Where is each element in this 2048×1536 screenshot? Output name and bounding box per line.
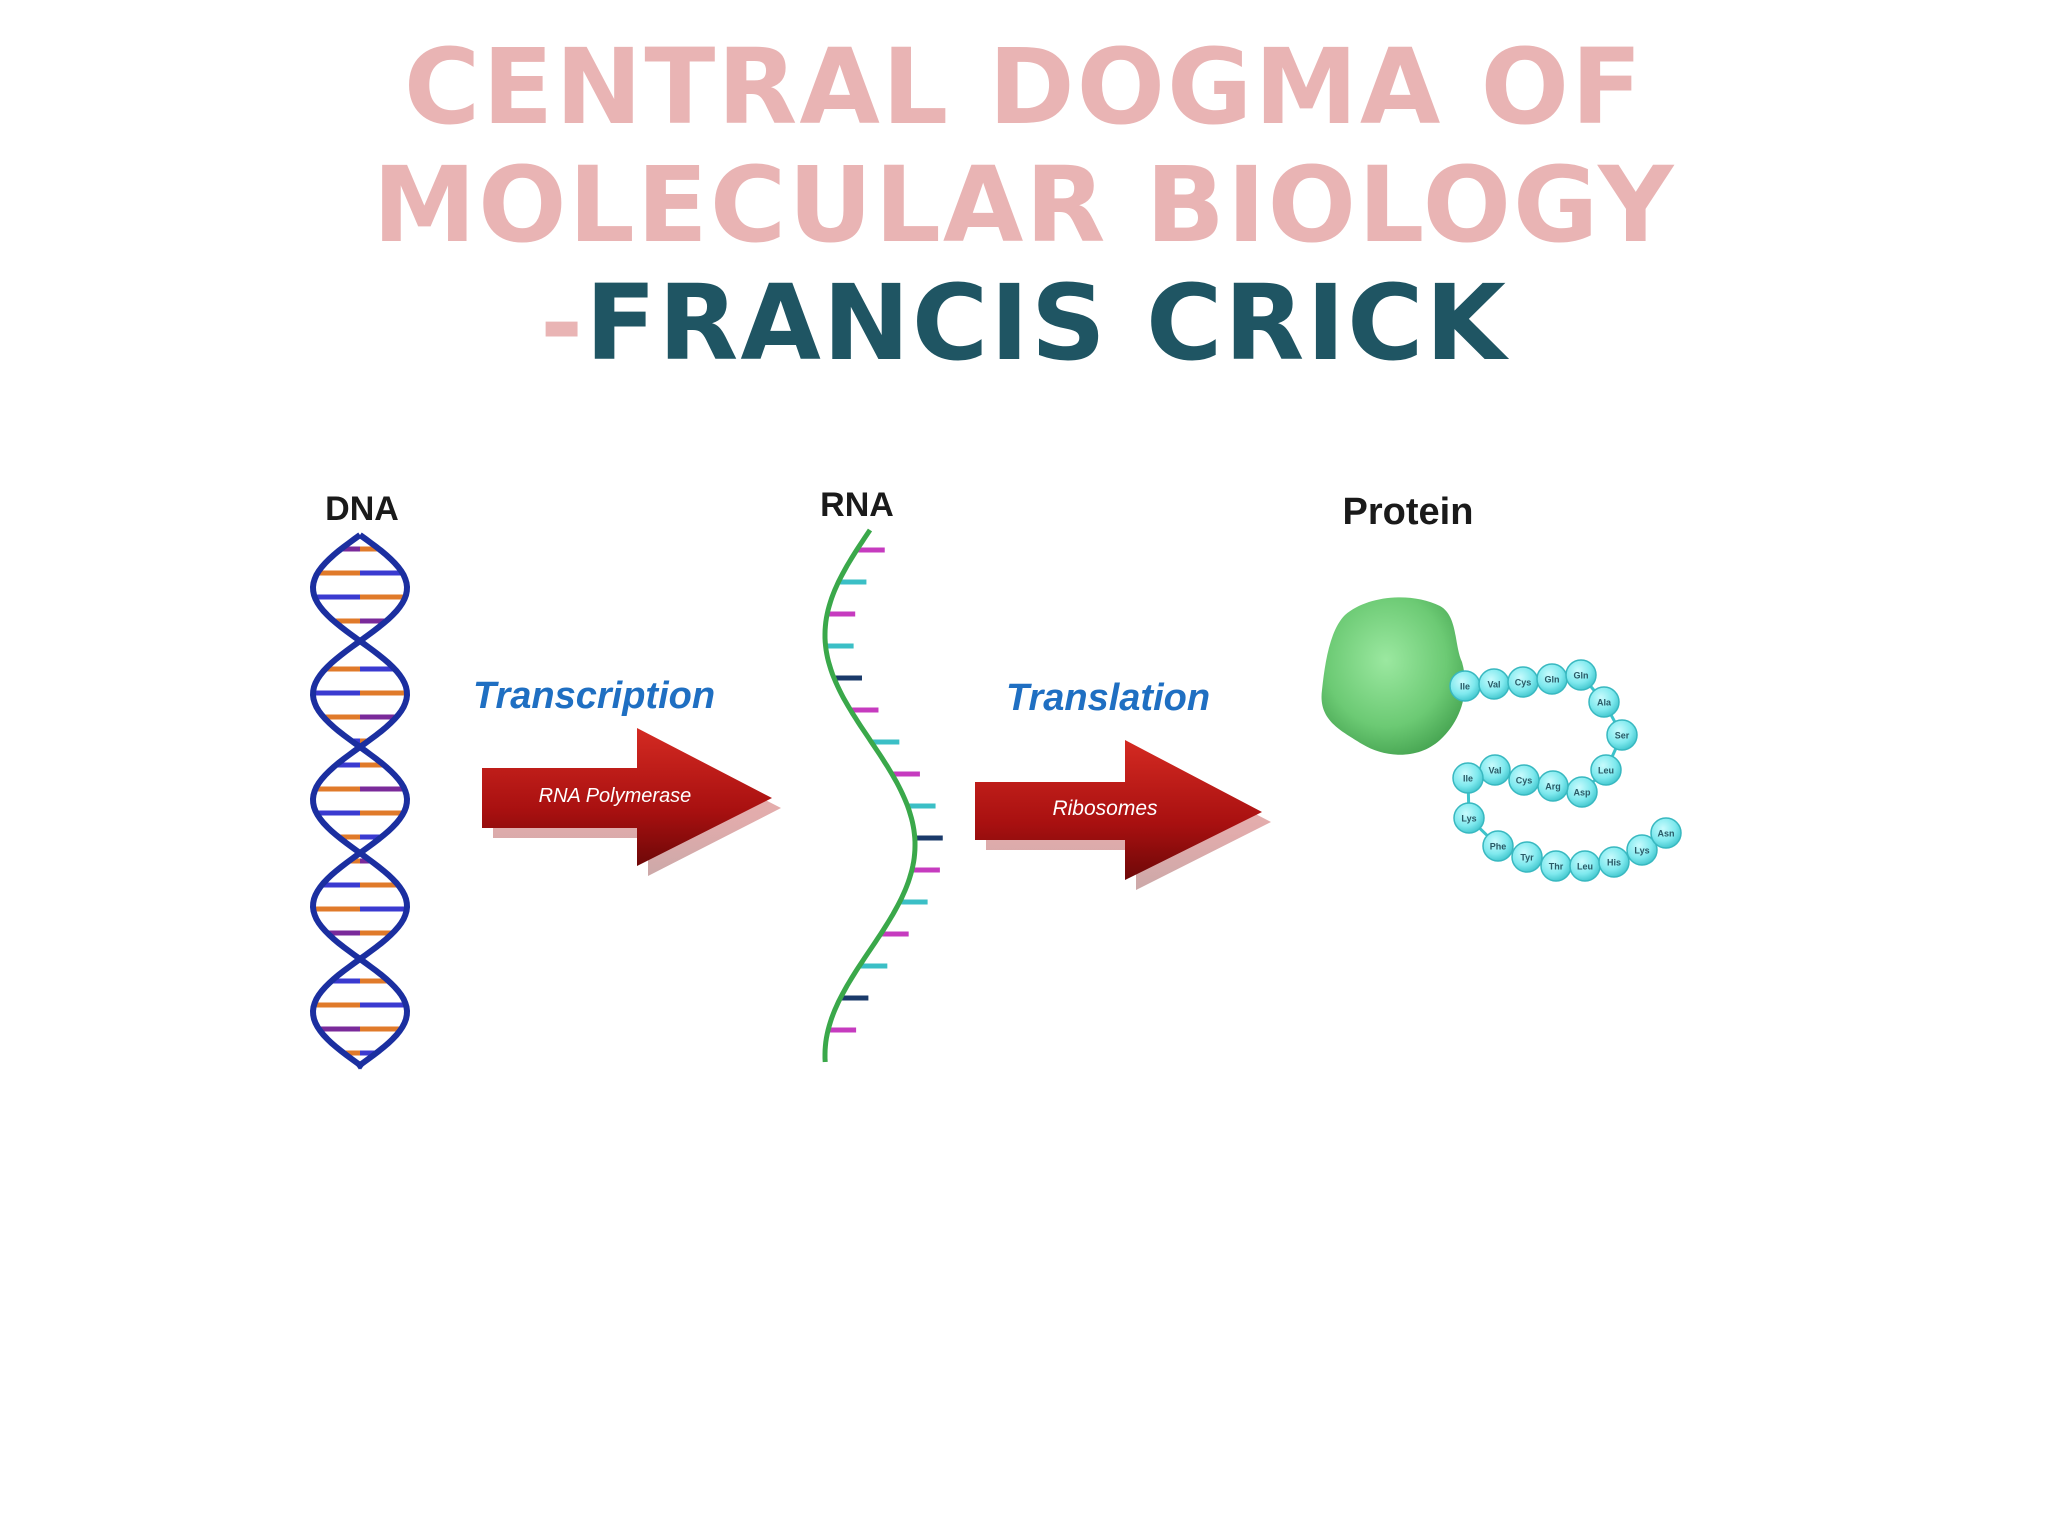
translation-arrow xyxy=(975,740,1262,880)
amino-acid-bead xyxy=(1453,802,1485,834)
transcription-enzyme-label: RNA Polymerase xyxy=(539,785,692,807)
amino-acid-label: Lys xyxy=(1461,814,1476,824)
amino-acid-bead xyxy=(1565,659,1597,691)
dna-label: DNA xyxy=(325,490,399,528)
amino-acid-bead xyxy=(1598,846,1630,878)
amino-acid-bead xyxy=(1626,834,1658,866)
amino-acid-label: Cys xyxy=(1515,678,1532,688)
amino-acid-label: Ser xyxy=(1615,731,1630,741)
dna-double-helix xyxy=(309,532,411,1070)
amino-acid-label: Thr xyxy=(1549,862,1564,872)
title-line-2: MOLECULAR BIOLOGY xyxy=(372,144,1676,266)
rna-backbone xyxy=(822,528,918,1063)
title-line-1: CENTRAL DOGMA OF xyxy=(403,26,1645,148)
amino-acid-bead xyxy=(1482,830,1514,862)
amino-acid-label: Cys xyxy=(1516,776,1533,786)
amino-acid-label: Leu xyxy=(1598,766,1614,776)
rna-label: RNA xyxy=(820,486,894,524)
amino-acid-bead xyxy=(1650,817,1682,849)
amino-acid-label: Phe xyxy=(1490,842,1507,852)
amino-acid-label: Val xyxy=(1487,680,1500,690)
dna-backbone-strand-1 xyxy=(309,532,411,1070)
translation-site-label: Ribosomes xyxy=(1052,797,1158,820)
title-dash: - xyxy=(540,262,586,384)
amino-acid-label: Ala xyxy=(1597,698,1612,708)
amino-acid-label: Arg xyxy=(1545,782,1561,792)
amino-acid-label: Gln xyxy=(1574,671,1589,681)
amino-acid-label: His xyxy=(1607,858,1621,868)
amino-acid-label: Asn xyxy=(1657,829,1674,839)
protein-label: Protein xyxy=(1343,491,1474,533)
rna-strand xyxy=(822,528,943,1063)
amino-acid-bead xyxy=(1590,754,1622,786)
amino-acid-bead xyxy=(1511,841,1543,873)
amino-acid-label: Lys xyxy=(1634,846,1649,856)
amino-acid-bead xyxy=(1606,719,1638,751)
amino-acid-label: Gln xyxy=(1545,675,1560,685)
amino-acid-label: Asp xyxy=(1573,788,1591,798)
author-name: FRANCIS CRICK xyxy=(585,262,1508,384)
amino-acid-label: Ile xyxy=(1460,682,1470,692)
amino-acid-bead xyxy=(1588,686,1620,718)
amino-acid-label: Ile xyxy=(1463,774,1473,784)
transcription-label: Transcription xyxy=(473,675,715,717)
title-attribution: -FRANCIS CRICK xyxy=(0,264,2048,382)
dna-backbone-strand-2 xyxy=(309,532,411,1070)
transcription-arrow xyxy=(482,728,772,866)
amino-acid-label: Tyr xyxy=(1520,853,1534,863)
amino-acid-bead xyxy=(1508,764,1540,796)
amino-acid-label: Leu xyxy=(1577,862,1593,872)
slide-title: CENTRAL DOGMA OF MOLECULAR BIOLOGY -FRAN… xyxy=(0,28,2048,382)
amino-acid-bead xyxy=(1452,762,1484,794)
translation-label: Translation xyxy=(1006,677,1210,719)
folded-protein-blob xyxy=(1321,597,1466,755)
amino-acid-label: Val xyxy=(1488,766,1501,776)
